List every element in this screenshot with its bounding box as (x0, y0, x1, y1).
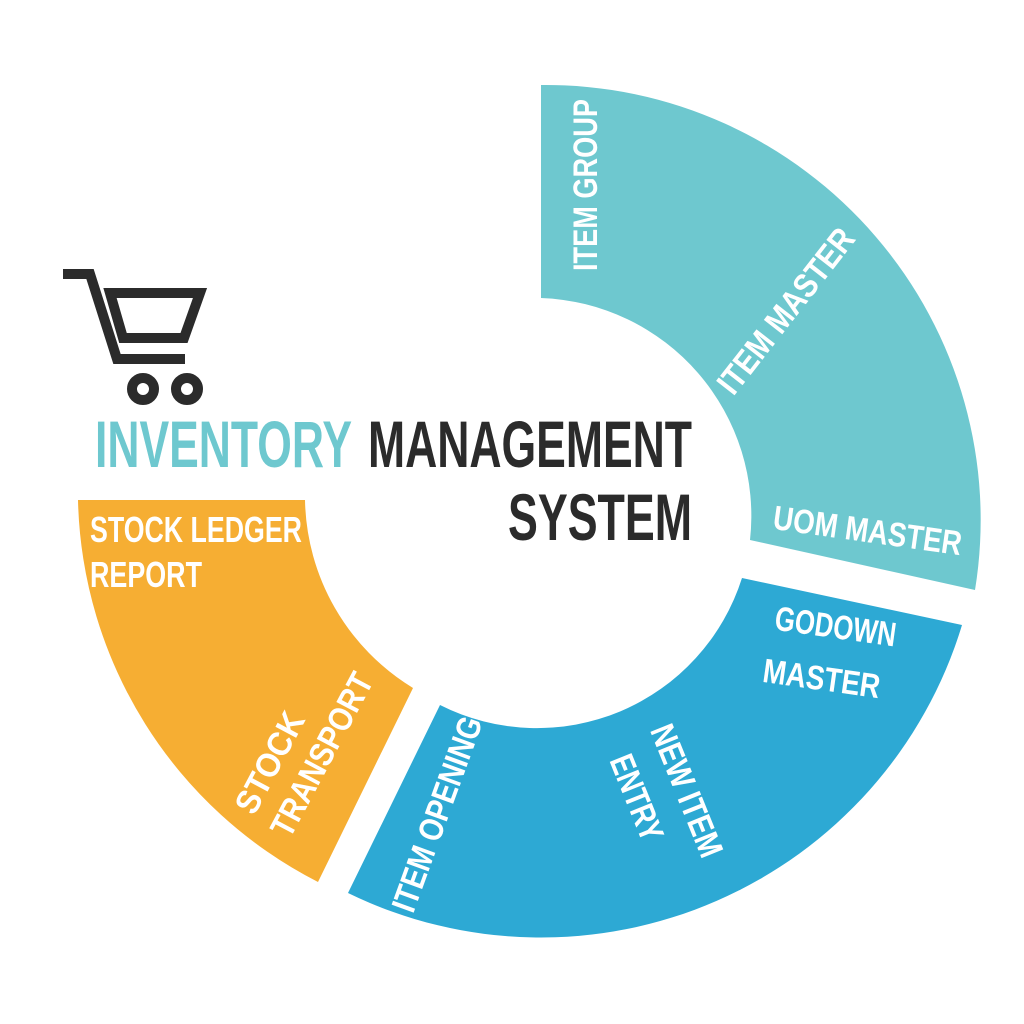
segment-teal (541, 84, 981, 591)
segment-orange (78, 500, 413, 882)
segment-blue (348, 578, 962, 938)
label-report: REPORT (90, 554, 202, 595)
label-stock-ledger: STOCK LEDGER (90, 509, 302, 550)
title-management: MANAGEMENT (368, 407, 692, 481)
title-inventory: INVENTORY (95, 407, 352, 481)
label-item-group: ITEM GROUP (567, 99, 605, 271)
title-system: SYSTEM (508, 480, 692, 554)
shopping-cart-icon (63, 269, 208, 405)
